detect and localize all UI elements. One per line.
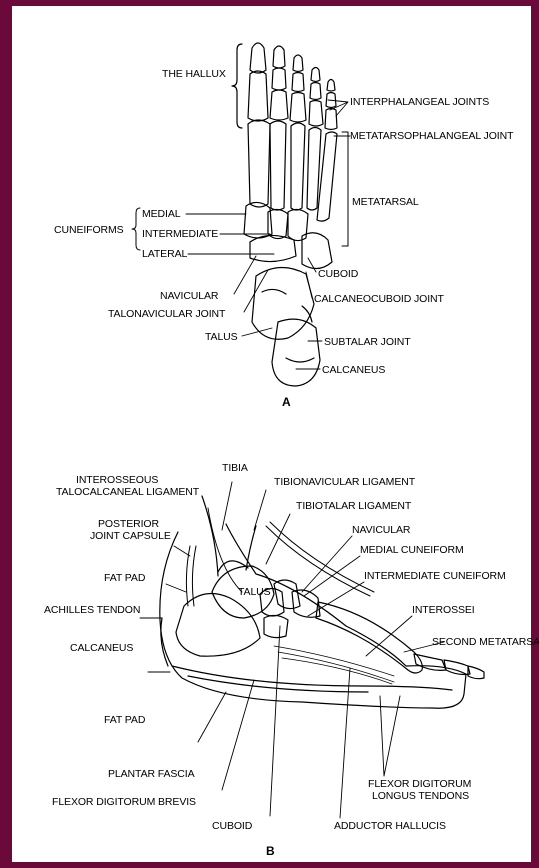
label-posterior-2: JOINT CAPSULE [90,530,171,542]
label-fdl-1: FLEXOR DIGITORUM [368,778,471,790]
label-flexor-digitorum-brevis: FLEXOR DIGITORUM BREVIS [52,796,196,808]
label-calcaneocuboid-joint: CALCANEOCUBOID JOINT [314,293,444,305]
label-talus-b: TALUS [238,586,271,598]
label-calcaneus-b: CALCANEUS [70,642,133,654]
label-interosseous-1: INTEROSSEOUS [76,474,158,486]
label-intermediate-cuneiform: INTERMEDIATE [142,228,218,240]
label-medial-cuneiform-b: MEDIAL CUNEIFORM [360,544,464,556]
label-plantar-fascia: PLANTAR FASCIA [108,768,195,780]
label-cuneiforms: CUNEIFORMS [54,224,124,236]
label-fat-pad-top: FAT PAD [104,572,145,584]
label-talonavicular-joint: TALONAVICULAR JOINT [108,308,225,320]
label-subtalar-joint: SUBTALAR JOINT [324,336,411,348]
label-achilles-tendon: ACHILLES TENDON [44,604,140,616]
label-tibiotalar-ligament: TIBIOTALAR LIGAMENT [296,500,411,512]
label-tibia: TIBIA [222,462,248,474]
label-posterior-1: POSTERIOR [98,518,159,530]
label-fdl-2: LONGUS TENDONS [372,790,469,802]
label-metatarsal: METATARSAL [352,196,419,208]
label-navicular-a: NAVICULAR [160,290,218,302]
panel-b-letter: B [266,844,275,858]
label-hallux: THE HALLUX [162,68,226,80]
label-cuboid-b: CUBOID [212,820,252,832]
label-intermediate-cuneiform-b: INTERMEDIATE CUNEIFORM [364,570,506,582]
label-interosseous-2: TALOCALCANEAL LIGAMENT [56,486,199,498]
label-interossei: INTEROSSEI [412,604,475,616]
label-navicular-b: NAVICULAR [352,524,410,536]
label-talus-a: TALUS [205,331,238,343]
label-fat-pad-bottom: FAT PAD [104,714,145,726]
label-medial-cuneiform: MEDIAL [142,208,181,220]
label-second-metatarsal: SECOND METATARSAL [432,636,539,648]
label-lateral-cuneiform: LATERAL [142,248,187,260]
label-cuboid-a: CUBOID [318,268,358,280]
panel-a-letter: A [282,395,291,409]
label-metatarsophalangeal-joint: METATARSOPHALANGEAL JOINT [350,130,513,142]
label-interphalangeal-joints: INTERPHALANGEAL JOINTS [350,96,489,108]
label-calcaneus-a: CALCANEUS [322,364,385,376]
diagram-sheet: THE HALLUX INTERPHALANGEAL JOINTS METATA… [12,6,531,862]
label-adductor-hallucis: ADDUCTOR HALLUCIS [334,820,446,832]
label-tibionavicular-ligament: TIBIONAVICULAR LIGAMENT [274,476,415,488]
